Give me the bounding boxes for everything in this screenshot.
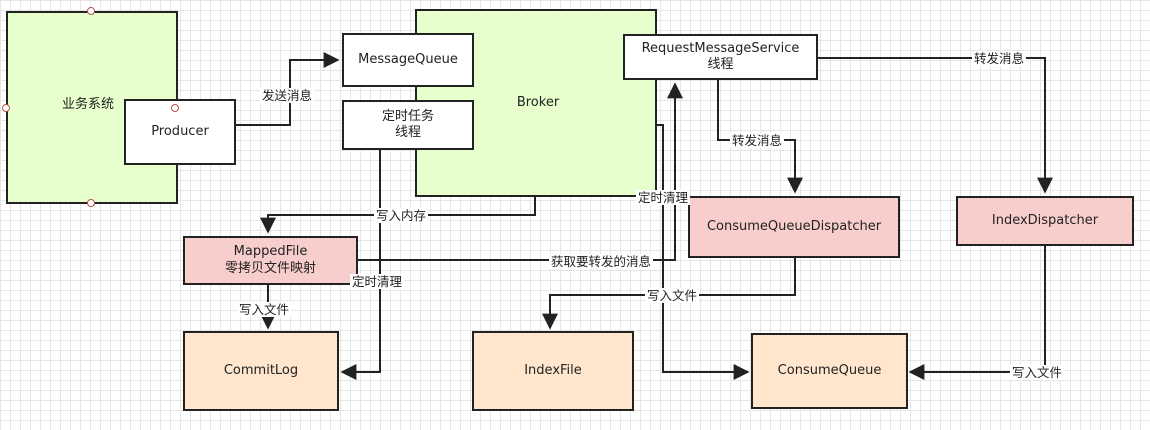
connection-port — [87, 7, 95, 15]
request-message-service-node[interactable]: RequestMessageService 线程 — [623, 34, 818, 80]
connection-port — [171, 104, 179, 112]
label-scheduled-clean-top: 定时清理 — [636, 190, 691, 205]
mapped-file-node[interactable]: MappedFile 零拷贝文件映射 — [183, 236, 358, 285]
label-send-message: 发送消息 — [260, 88, 315, 103]
timer-thread-node[interactable]: 定时任务 线程 — [342, 100, 474, 150]
edge-requestservice-to-indexdispatcher — [818, 57, 1053, 194]
index-file-node[interactable]: IndexFile — [472, 331, 634, 411]
label-write-file-mapped: 写入文件 — [237, 302, 292, 317]
commit-log-node[interactable]: CommitLog — [183, 331, 339, 411]
index-dispatcher-node[interactable]: IndexDispatcher — [956, 196, 1134, 246]
edge-timer-to-commitlog — [340, 150, 381, 380]
label-forward-message-down: 转发消息 — [730, 133, 785, 148]
consume-queue-dispatcher-node[interactable]: ConsumeQueueDispatcher — [688, 196, 900, 258]
label-fetch-to-forward: 获取要转发的消息 — [549, 254, 654, 269]
consume-queue-node[interactable]: ConsumeQueue — [751, 333, 908, 409]
message-queue-node[interactable]: MessageQueue — [342, 33, 474, 87]
edge-indexdispatcher-to-consumequeue — [908, 246, 1046, 380]
label-write-file-dispatcher: 写入文件 — [645, 288, 700, 303]
connection-port — [2, 104, 10, 112]
label-forward-message-right: 转发消息 — [972, 51, 1027, 66]
label-write-memory: 写入内存 — [374, 208, 429, 223]
connection-port — [87, 199, 95, 207]
producer-node[interactable]: Producer — [124, 99, 236, 165]
label-write-file-index: 写入文件 — [1010, 365, 1065, 380]
edge-mappedfile-to-requestservice — [358, 82, 683, 261]
label-scheduled-clean-left: 定时清理 — [350, 274, 405, 289]
